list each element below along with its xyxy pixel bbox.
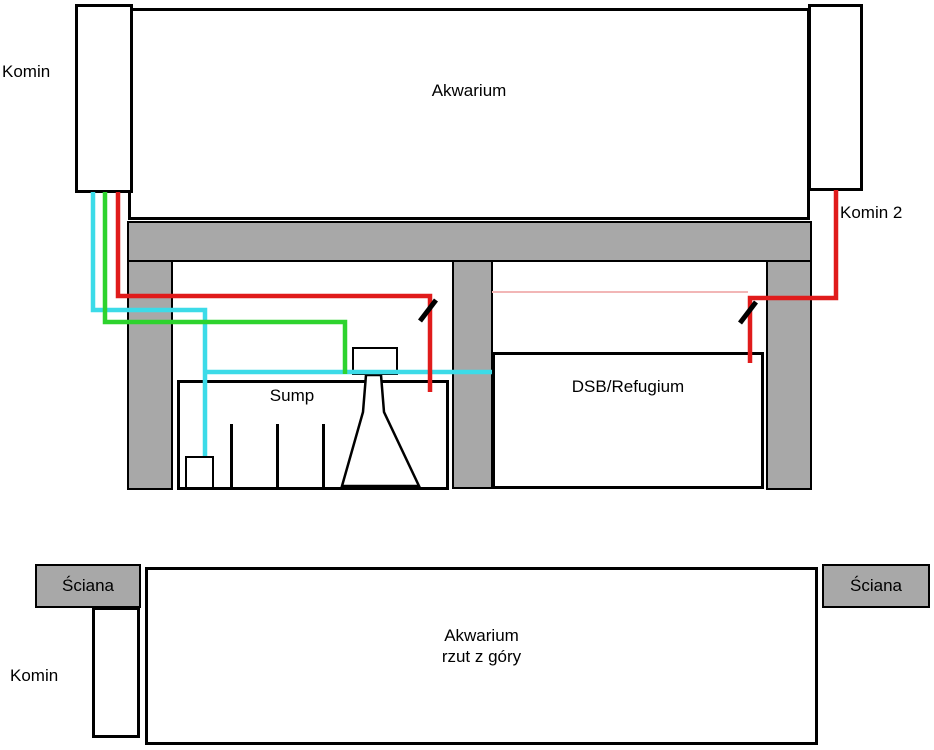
- aquarium-top-view-label-line2: rzut z góry: [441, 647, 522, 667]
- sump-baffle: [322, 424, 325, 488]
- wall-right-label: Ściana: [850, 576, 902, 595]
- aquarium-top-view-label-line1: Akwarium: [444, 626, 519, 645]
- dsb-refugium-box: [492, 352, 764, 489]
- sump-baffle: [230, 424, 233, 488]
- overflow-komin-left-box: [75, 4, 133, 193]
- stand-leg-left: [127, 260, 173, 490]
- valve-icon-left: [418, 298, 438, 323]
- komin-bottom-label: Komin: [10, 666, 59, 685]
- sump-label: Sump: [269, 386, 315, 405]
- aquarium-side-box: [128, 8, 810, 220]
- aquarium-label: Akwarium: [431, 81, 507, 100]
- return-pump-box: [185, 456, 214, 489]
- sump-baffle: [276, 424, 279, 488]
- stand-leg-middle: [452, 260, 493, 489]
- wall-right-box: Ściana: [822, 564, 930, 608]
- aquarium-top-view-box: [145, 567, 818, 745]
- dsb-refugium-label: DSB/Refugium: [571, 377, 685, 396]
- komin-left-label: Komin: [2, 62, 51, 81]
- komin-top-view-box: [92, 607, 140, 738]
- wall-left-box: Ściana: [35, 564, 141, 608]
- aquarium-top-view-label: Akwarium rzut z góry: [145, 625, 818, 668]
- skimmer-cup: [352, 347, 398, 375]
- valve-icon-right: [738, 300, 758, 325]
- stand-top-bar: [127, 221, 812, 262]
- wall-left-label: Ściana: [62, 576, 114, 595]
- stand-leg-right: [766, 260, 812, 490]
- overflow-komin2-right-box: [808, 4, 863, 191]
- komin2-label: Komin 2: [840, 203, 903, 222]
